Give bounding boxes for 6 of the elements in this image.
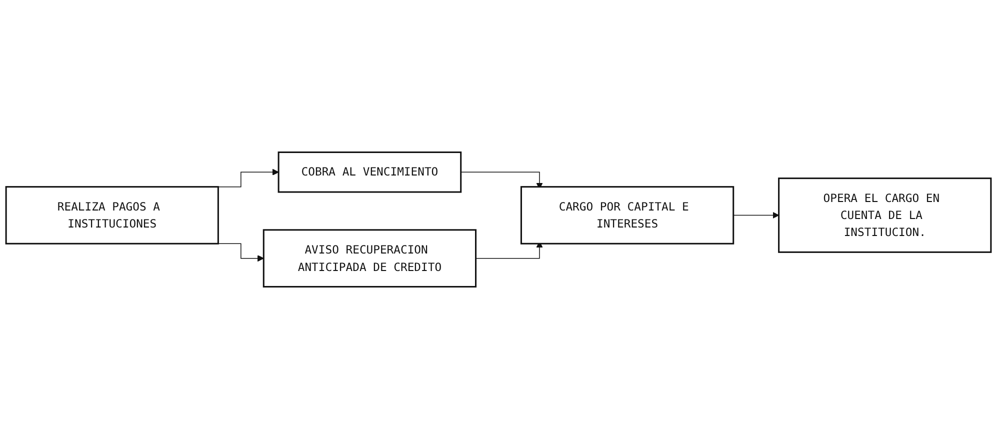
node-box: AVISO RECUPERACION ANTICIPADA DE CREDITO xyxy=(262,229,477,288)
node-box: REALIZA PAGOS A INSTITUCIONES xyxy=(5,186,219,244)
node-box: COBRA AL VENCIMIENTO xyxy=(278,152,462,193)
arrow xyxy=(732,212,780,219)
node-box: OPERA EL CARGO EN CUENTA DE LA INSTITUCION. xyxy=(778,178,992,253)
node-box: CARGO POR CAPITAL E INTERESES xyxy=(520,186,734,244)
